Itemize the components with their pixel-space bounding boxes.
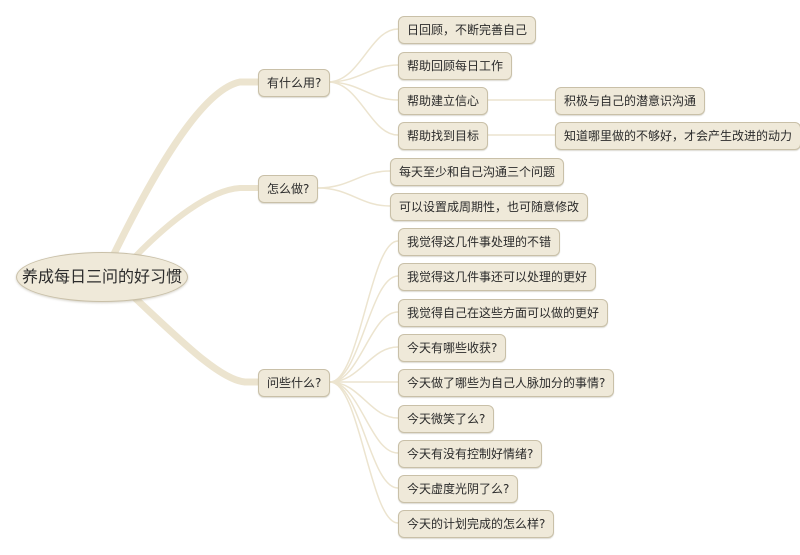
- branch-node-how[interactable]: 怎么做?: [258, 175, 319, 203]
- sub-branch-node[interactable]: 帮助建立信心: [398, 87, 489, 115]
- sub-branch-node[interactable]: 帮助找到目标: [398, 122, 489, 150]
- leaf-node[interactable]: 今天虚度光阴了么?: [398, 475, 519, 503]
- leaf-node[interactable]: 今天有哪些收获?: [398, 334, 507, 362]
- leaf-node[interactable]: 我觉得自己在这些方面可以做的更好: [398, 299, 609, 327]
- leaf-node[interactable]: 积极与自己的潜意识沟通: [555, 87, 706, 115]
- leaf-node[interactable]: 我觉得这几件事处理的不错: [398, 228, 561, 256]
- root-node[interactable]: 养成每日三问的好习惯: [16, 252, 188, 302]
- leaf-node[interactable]: 今天有没有控制好情绪?: [398, 440, 543, 468]
- leaf-node[interactable]: 今天的计划完成的怎么样?: [398, 510, 555, 538]
- branch-node-usefulness[interactable]: 有什么用?: [258, 69, 331, 97]
- leaf-node[interactable]: 帮助回顾每日工作: [398, 52, 513, 80]
- leaf-node[interactable]: 今天微笑了么?: [398, 405, 495, 433]
- leaf-node[interactable]: 知道哪里做的不够好，才会产生改进的动力: [555, 122, 800, 150]
- leaf-node[interactable]: 日回顾，不断完善自己: [398, 16, 537, 44]
- leaf-node[interactable]: 今天做了哪些为自己人脉加分的事情?: [398, 369, 615, 397]
- leaf-node[interactable]: 我觉得这几件事还可以处理的更好: [398, 263, 597, 291]
- leaf-node[interactable]: 可以设置成周期性，也可随意修改: [390, 193, 589, 221]
- leaf-node[interactable]: 每天至少和自己沟通三个问题: [390, 158, 565, 186]
- branch-node-what-to-ask[interactable]: 问些什么?: [258, 369, 331, 397]
